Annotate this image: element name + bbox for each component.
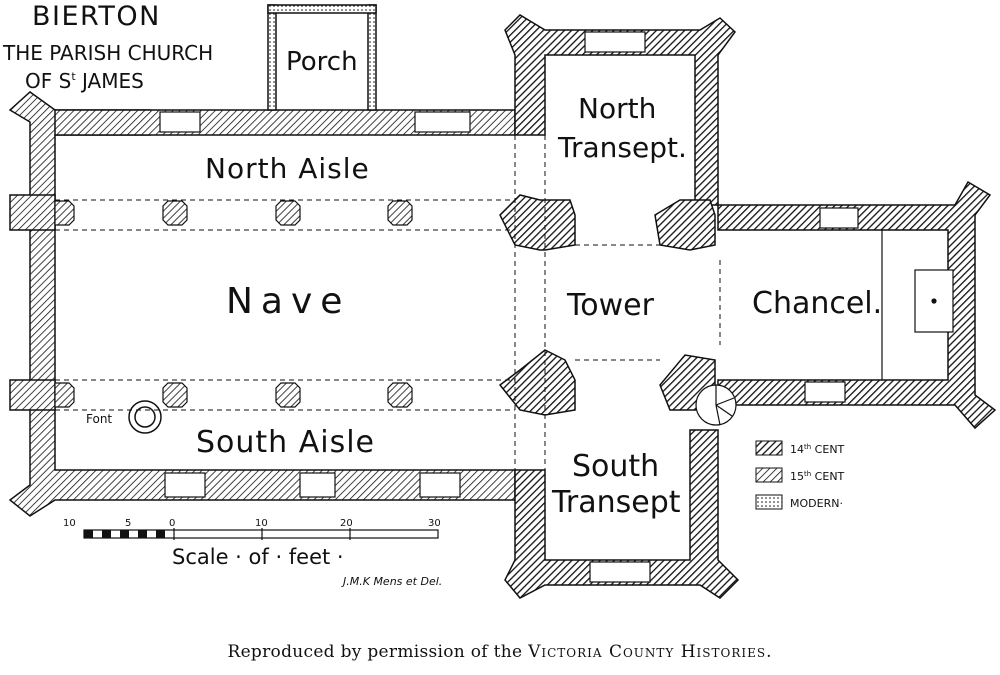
- label-south-transept-2: Transept: [551, 485, 681, 520]
- caption-source: Victoria County Histories.: [528, 642, 773, 662]
- transept-walls: [498, 14, 740, 599]
- label-porch: Porch: [286, 47, 358, 77]
- font-basin: [128, 400, 162, 434]
- windows: [159, 31, 859, 583]
- title-dedication: OF St JAMES: [25, 69, 144, 93]
- porch-walls: [267, 4, 377, 111]
- pier: [387, 200, 413, 226]
- label-chancel: Chancel.: [752, 286, 882, 321]
- scale-tick-label: 20: [340, 518, 353, 529]
- label-north-aisle: North Aisle: [205, 152, 370, 185]
- credit: J.M.K Mens et Del.: [341, 575, 442, 588]
- scale-tick-label: 0: [169, 518, 175, 529]
- legend-label-15th: 15th CENT: [790, 470, 845, 483]
- pier: [162, 200, 188, 226]
- pier: [387, 382, 413, 408]
- title-place: BIERTON: [32, 1, 161, 32]
- pier: [275, 200, 301, 226]
- arcade-lines: [55, 109, 721, 470]
- legend-swatch-14th: [755, 440, 783, 456]
- stair-turret: [695, 384, 737, 426]
- chancel-details: [881, 230, 954, 380]
- legend-swatch-modern: [755, 494, 783, 510]
- pier: [275, 382, 301, 408]
- legend-label-14th: 14th CENT: [790, 443, 845, 456]
- title-block: BIERTON THE PARISH CHURCH OF St JAMES: [2, 1, 213, 93]
- font-label: Font: [86, 412, 112, 426]
- walls: [8, 4, 997, 599]
- respond: [54, 382, 75, 408]
- label-north-transept-2: Transept.: [557, 131, 687, 164]
- legend-label-modern: MODERN·: [790, 497, 843, 510]
- room-labels: Porch North Aisle Nave South Aisle North…: [196, 47, 882, 520]
- label-south-aisle: South Aisle: [196, 425, 375, 460]
- label-north-transept-1: North: [578, 92, 656, 125]
- legend: 14th CENT 15th CENT MODERN·: [755, 440, 845, 510]
- title-church: THE PARISH CHURCH: [2, 41, 213, 65]
- scale-tick-label: 5: [125, 518, 131, 529]
- caption-prefix: Reproduced by permission of the: [227, 642, 523, 662]
- pier: [162, 382, 188, 408]
- legend-swatch-15th: [755, 467, 783, 483]
- piers: [54, 200, 413, 408]
- caption: Reproduced by permission of the Victoria…: [0, 642, 1000, 662]
- scale-tick-label: 10: [255, 518, 268, 529]
- label-tower: Tower: [566, 288, 655, 323]
- label-south-transept-1: South: [572, 449, 659, 484]
- scale-bar: 10 5 0 10 20 30 Scale · of · feet · J.M.…: [63, 518, 442, 588]
- respond: [54, 200, 75, 226]
- scale-label: Scale · of · feet ·: [172, 545, 344, 569]
- scale-tick-label: 10: [63, 518, 76, 529]
- label-nave: Nave: [226, 281, 350, 322]
- scale-tick-label: 30: [428, 518, 441, 529]
